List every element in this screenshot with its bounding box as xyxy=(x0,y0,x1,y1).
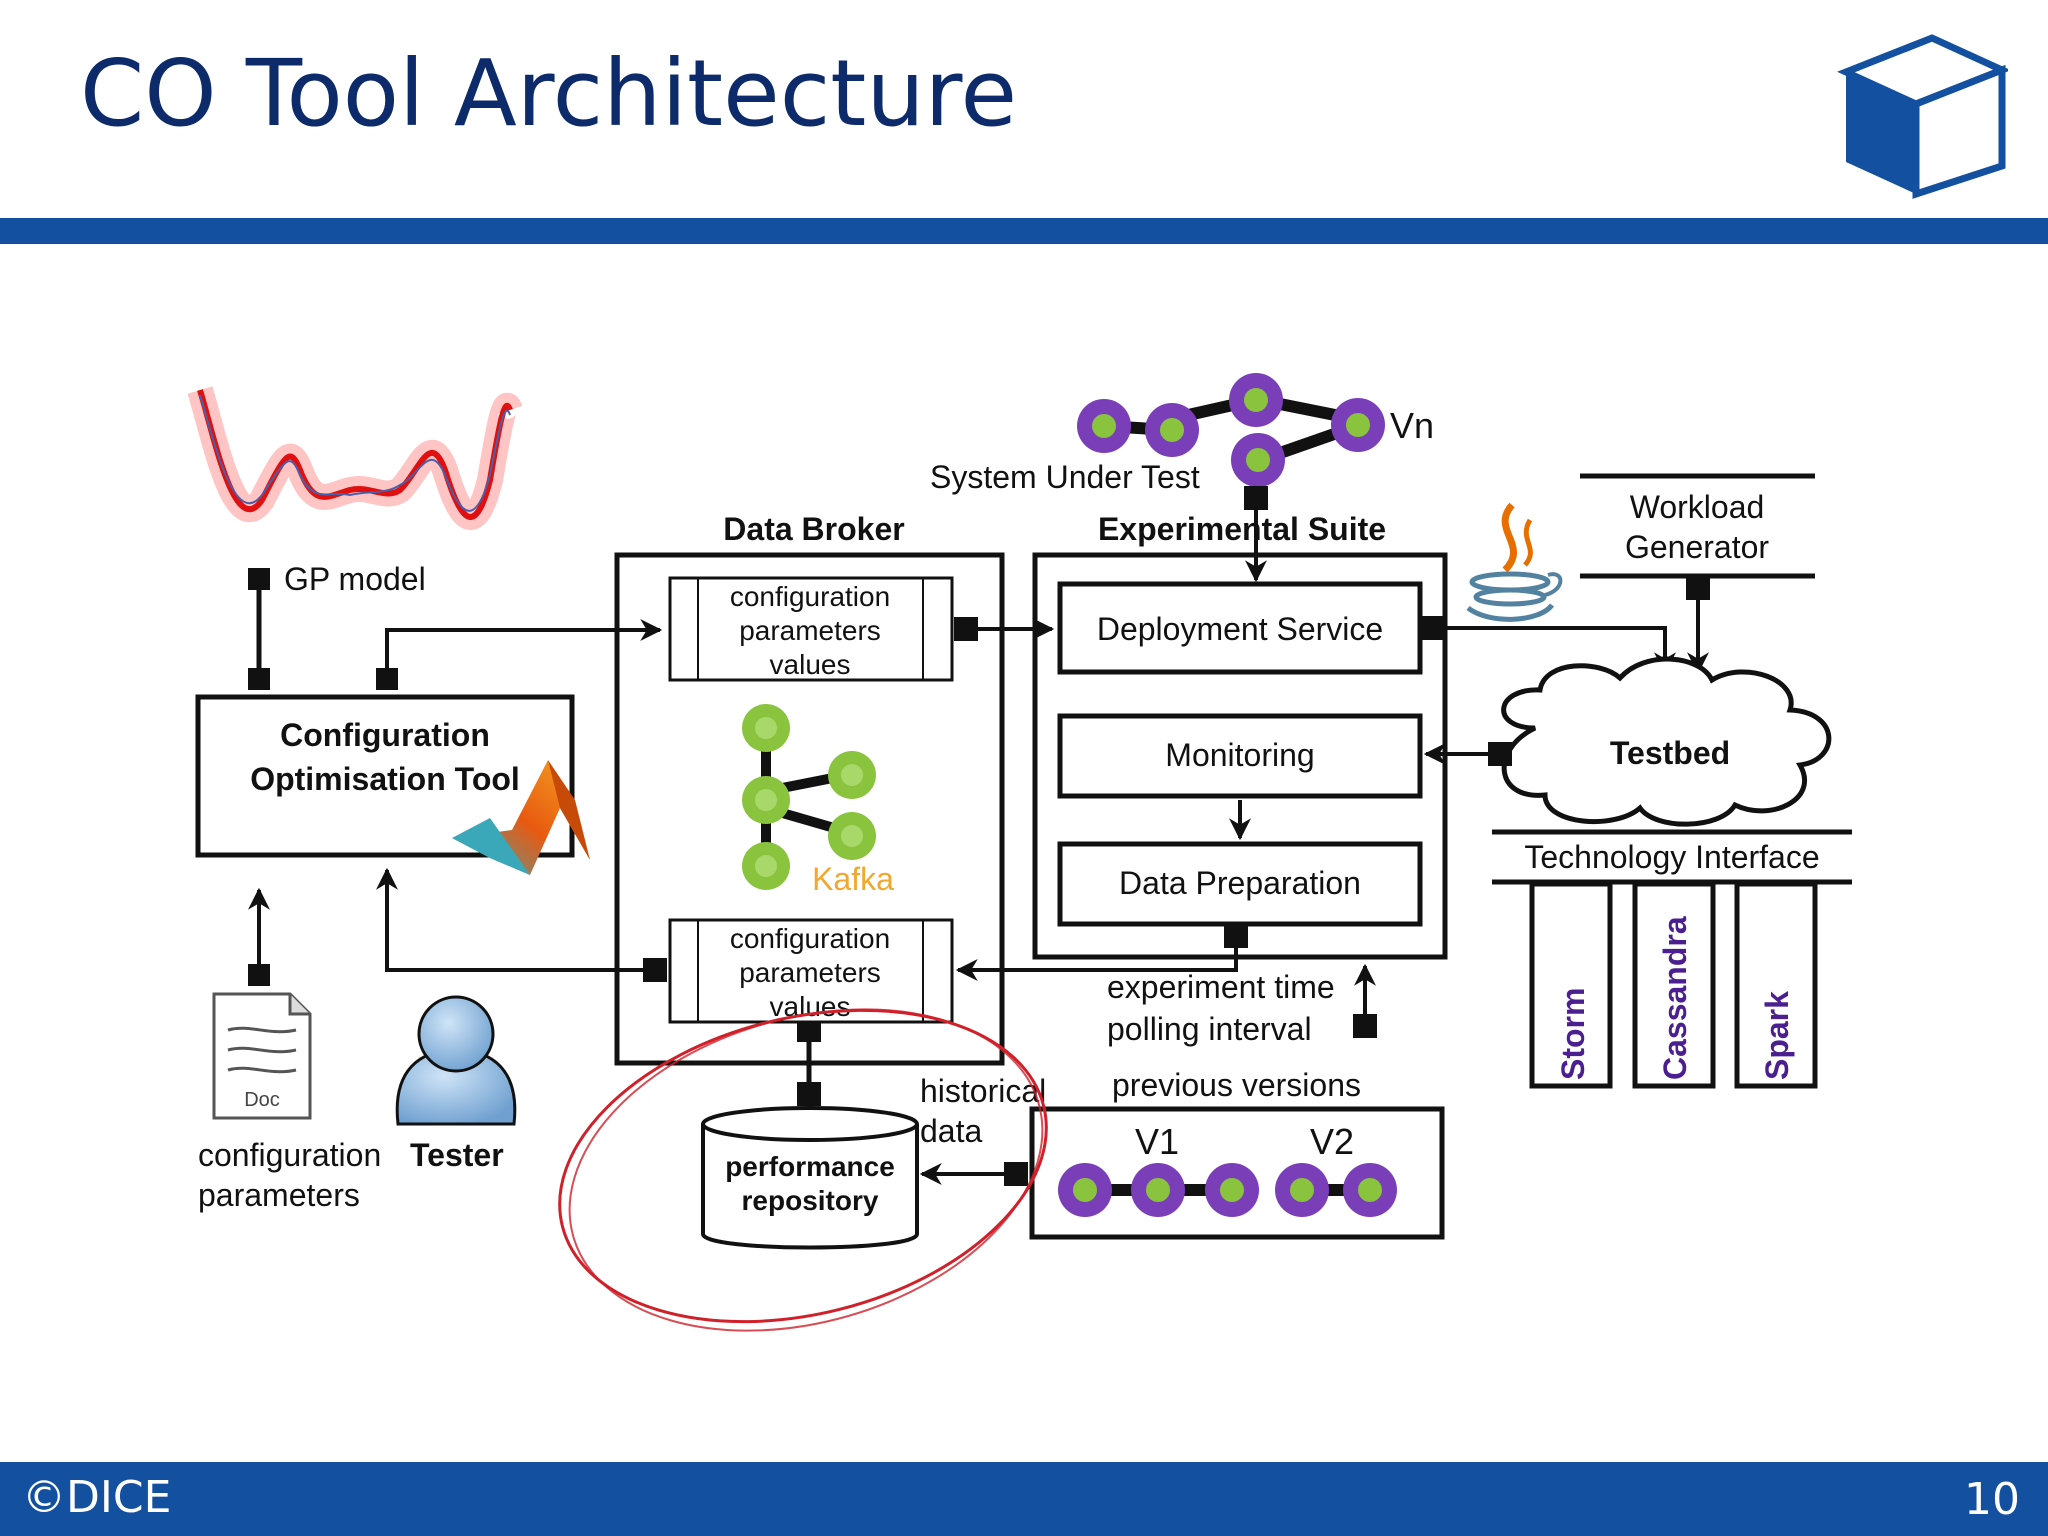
config-top-line2: parameters xyxy=(739,615,881,646)
footer-copyright: ©DICE xyxy=(22,1472,172,1523)
tech-cassandra-label: Cassandra xyxy=(1657,916,1693,1080)
co-tool-label-line1: Configuration xyxy=(280,717,490,753)
v2-label: V2 xyxy=(1310,1121,1354,1162)
config-top-line1: configuration xyxy=(730,581,890,612)
repository-label-line1: performance xyxy=(725,1151,895,1182)
monitoring-label: Monitoring xyxy=(1165,737,1314,773)
page-number: 10 xyxy=(1964,1474,2020,1525)
experimental-suite-title: Experimental Suite xyxy=(1098,511,1386,547)
workload-generator-line1: Workload xyxy=(1630,489,1765,525)
config-params-line1: configuration xyxy=(198,1137,381,1173)
testbed-cloud[interactable] xyxy=(1501,656,1832,827)
monitoring-box[interactable] xyxy=(1057,713,1423,799)
previous-versions-graph xyxy=(1058,1163,1397,1217)
config-values-top[interactable]: configuration parameters values xyxy=(668,576,954,682)
repository-highlight-ellipse xyxy=(558,1008,1048,1332)
deployment-service-label: Deployment Service xyxy=(1097,611,1383,647)
deployment-service-box[interactable] xyxy=(1057,581,1423,675)
co-tool-label-line2: Optimisation Tool xyxy=(250,761,520,797)
tech-storm-label: Storm xyxy=(1555,988,1591,1080)
system-under-test-graph xyxy=(1077,373,1385,487)
data-preparation-label: Data Preparation xyxy=(1119,865,1361,901)
gp-model-label: GP model xyxy=(284,561,426,597)
config-top-line3: values xyxy=(770,649,851,680)
vn-label: Vn xyxy=(1390,405,1434,446)
technology-interface-label: Technology Interface xyxy=(1524,839,1819,875)
document-icon xyxy=(212,992,312,1120)
matlab-logo-icon xyxy=(452,760,590,875)
tech-cassandra-box[interactable] xyxy=(1632,881,1716,1089)
co-tool-box[interactable] xyxy=(195,694,575,858)
tech-spark-label: Spark xyxy=(1759,991,1795,1080)
sut-label: System Under Test xyxy=(930,459,1200,495)
historical-label-line1: historical xyxy=(920,1073,1046,1109)
tech-spark-box[interactable] xyxy=(1734,881,1818,1089)
experiment-time-label: experiment time xyxy=(1107,969,1335,1005)
testbed-label: Testbed xyxy=(1610,735,1730,771)
config-bottom-line2: parameters xyxy=(739,957,881,988)
config-bottom-line3: values xyxy=(770,991,851,1022)
config-bottom-line1: configuration xyxy=(730,923,890,954)
v1-label: V1 xyxy=(1135,1121,1179,1162)
performance-repository-cylinder[interactable] xyxy=(701,1106,919,1250)
doc-label: Doc xyxy=(244,1089,280,1111)
slide-title: CO Tool Architecture xyxy=(80,40,1018,147)
historical-label-line2: data xyxy=(920,1113,982,1149)
gp-model-plot-icon xyxy=(187,386,523,530)
config-params-line2: parameters xyxy=(198,1177,360,1213)
repository-label-line2: repository xyxy=(742,1185,879,1216)
cube-logo-icon xyxy=(1837,34,2008,199)
polling-interval-label: polling interval xyxy=(1107,1011,1312,1047)
tech-storm-box[interactable] xyxy=(1529,881,1613,1089)
java-logo-icon xyxy=(1466,502,1563,622)
data-preparation-box[interactable] xyxy=(1057,841,1423,927)
previous-versions-label: previous versions xyxy=(1112,1067,1361,1103)
footer-band: ©DICE 10 xyxy=(0,1462,2048,1536)
user-icon xyxy=(395,995,517,1126)
data-broker-title: Data Broker xyxy=(723,511,904,547)
config-values-bottom[interactable]: configuration parameters values xyxy=(668,918,954,1024)
kafka-label: Kafka xyxy=(812,861,894,897)
workload-generator-line2: Generator xyxy=(1625,529,1769,565)
header-band xyxy=(0,218,2048,244)
kafka-logo-icon xyxy=(742,704,876,890)
tester-label: Tester xyxy=(410,1137,504,1173)
